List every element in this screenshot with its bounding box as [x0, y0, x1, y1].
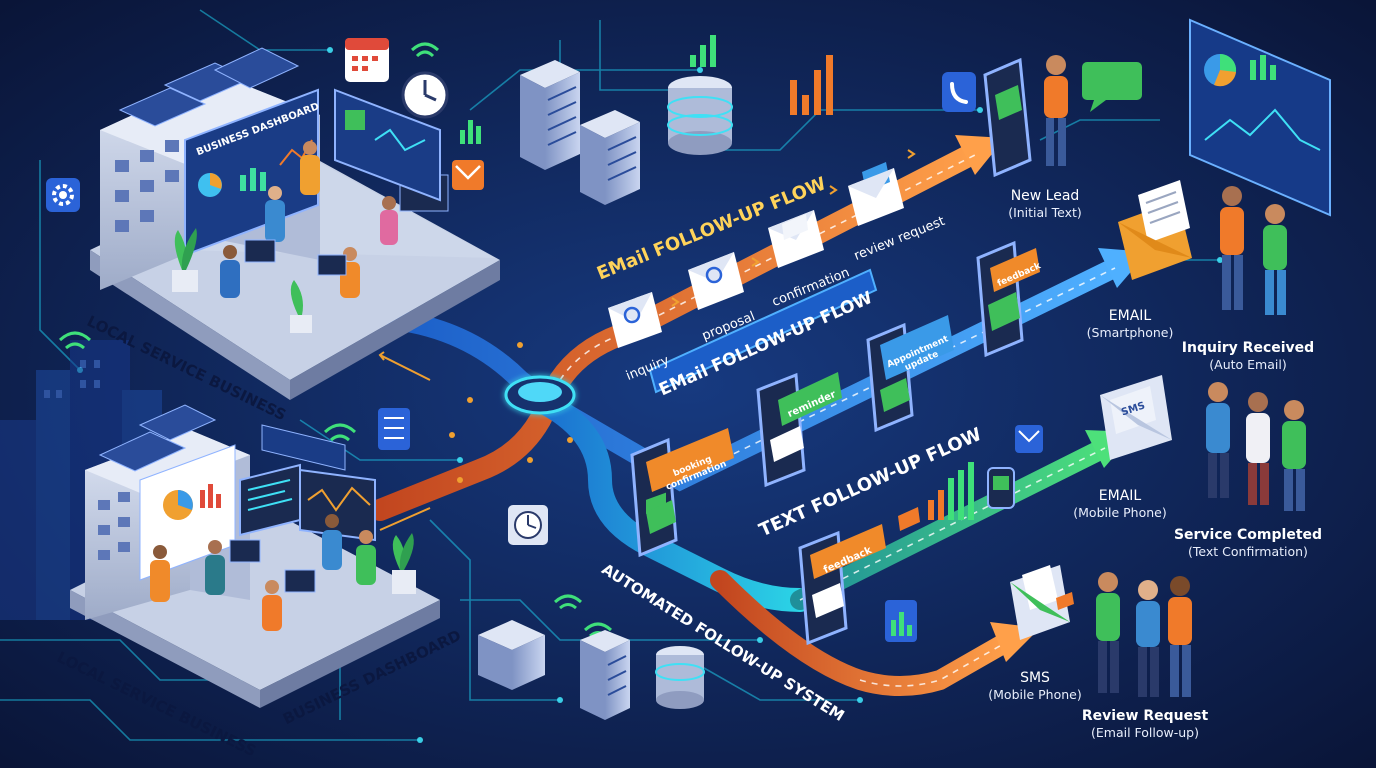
bar-chart-icon — [460, 120, 481, 144]
step-chevrons — [671, 149, 916, 307]
hub-node — [504, 375, 576, 415]
envelope-proposal — [688, 252, 744, 310]
server-icon — [580, 110, 640, 205]
blue-arrows — [378, 351, 431, 531]
outcome-subtitle: (Mobile Phone) — [1073, 504, 1167, 520]
outcome-title: New Lead — [1010, 188, 1080, 204]
calendar-icon — [345, 38, 389, 82]
outcome-email-mobile: EMAIL (Mobile Phone) — [1060, 488, 1180, 520]
review-flow-arrow — [710, 570, 1020, 696]
email-flow-arrow — [369, 139, 991, 521]
clock-icon — [508, 505, 548, 545]
solar-panels — [118, 47, 300, 127]
outcome-sms: SMS (Mobile Phone) — [975, 670, 1095, 702]
plant — [172, 228, 312, 333]
server-icon — [378, 408, 410, 450]
wifi-icon — [410, 42, 440, 58]
bottom-monitors — [239, 424, 376, 542]
envelope-inquiry — [608, 292, 662, 348]
mail-icon — [452, 160, 484, 190]
bubble-feedback-top — [990, 248, 1040, 292]
analytics-screen — [1189, 18, 1331, 217]
bubble-booking — [646, 428, 734, 492]
envelope-review — [848, 162, 904, 226]
outcome-title: Inquiry Received — [1181, 340, 1315, 356]
bottom-office-people — [150, 514, 376, 631]
person-new-lead — [1044, 55, 1068, 166]
server-icon — [478, 620, 545, 690]
bubble-appointment — [880, 315, 954, 380]
solar-panels — [98, 404, 217, 472]
bubble-feedback-bottom — [810, 524, 886, 579]
outcome-service-completed: Service Completed (Text Confirmation) — [1168, 527, 1328, 559]
envelope-email — [1118, 180, 1192, 280]
outcome-title: Service Completed — [1173, 527, 1323, 543]
database-icon — [667, 76, 733, 155]
bar-chart-icon — [928, 462, 974, 520]
email-flow-banner-bg — [648, 268, 878, 394]
bar-chart-icon — [885, 600, 917, 642]
outcome-title: Review Request — [1081, 708, 1209, 724]
plant — [392, 533, 416, 594]
outcome-email-smartphone: EMAIL (Smartphone) — [1070, 308, 1190, 340]
server-icon — [580, 630, 630, 720]
outcome-subtitle: (Mobile Phone) — [988, 686, 1082, 702]
bubble-reminder — [778, 372, 842, 426]
mail-icon — [1015, 425, 1043, 453]
server-icon — [520, 60, 580, 170]
chat-bubbles — [646, 248, 1040, 618]
outcome-subtitle: (Auto Email) — [1209, 356, 1287, 372]
mini-dashboard-screen — [334, 88, 441, 202]
email-envelopes — [608, 162, 904, 348]
envelope-confirmation — [768, 210, 824, 268]
phone-icon — [987, 467, 1015, 509]
outcome-title: SMS — [1020, 670, 1050, 686]
people-review — [1096, 572, 1192, 697]
people-inquiry — [1220, 186, 1287, 315]
database-icon — [655, 646, 705, 709]
system-flow-arrow — [528, 388, 812, 612]
people-service — [1206, 382, 1306, 511]
envelope-review-request — [1010, 565, 1074, 640]
outcome-new-lead: New Lead (Initial Text) — [985, 188, 1105, 220]
clock-icon — [401, 71, 449, 119]
outcome-title: EMAIL — [1098, 488, 1142, 504]
signal-dots — [449, 342, 573, 483]
outcome-subtitle: (Initial Text) — [1008, 204, 1082, 220]
envelope-sms — [1100, 375, 1172, 460]
wifi-icon — [58, 331, 92, 350]
chat-icon — [1082, 62, 1142, 112]
outcome-inquiry-received: Inquiry Received (Auto Email) — [1168, 340, 1328, 372]
outcome-subtitle: (Text Confirmation) — [1188, 543, 1308, 559]
gear-icon — [46, 178, 80, 212]
outcome-title: EMAIL — [1108, 308, 1152, 324]
phone-icon — [942, 72, 976, 112]
bar-chart-icon — [790, 55, 833, 115]
phone-new-lead — [983, 57, 1032, 178]
outcome-subtitle: (Email Follow-up) — [1091, 724, 1199, 740]
outcome-review-request: Review Request (Email Follow-up) — [1075, 708, 1215, 740]
outcome-subtitle: (Smartphone) — [1086, 324, 1174, 340]
bar-chart-icon — [690, 35, 716, 67]
